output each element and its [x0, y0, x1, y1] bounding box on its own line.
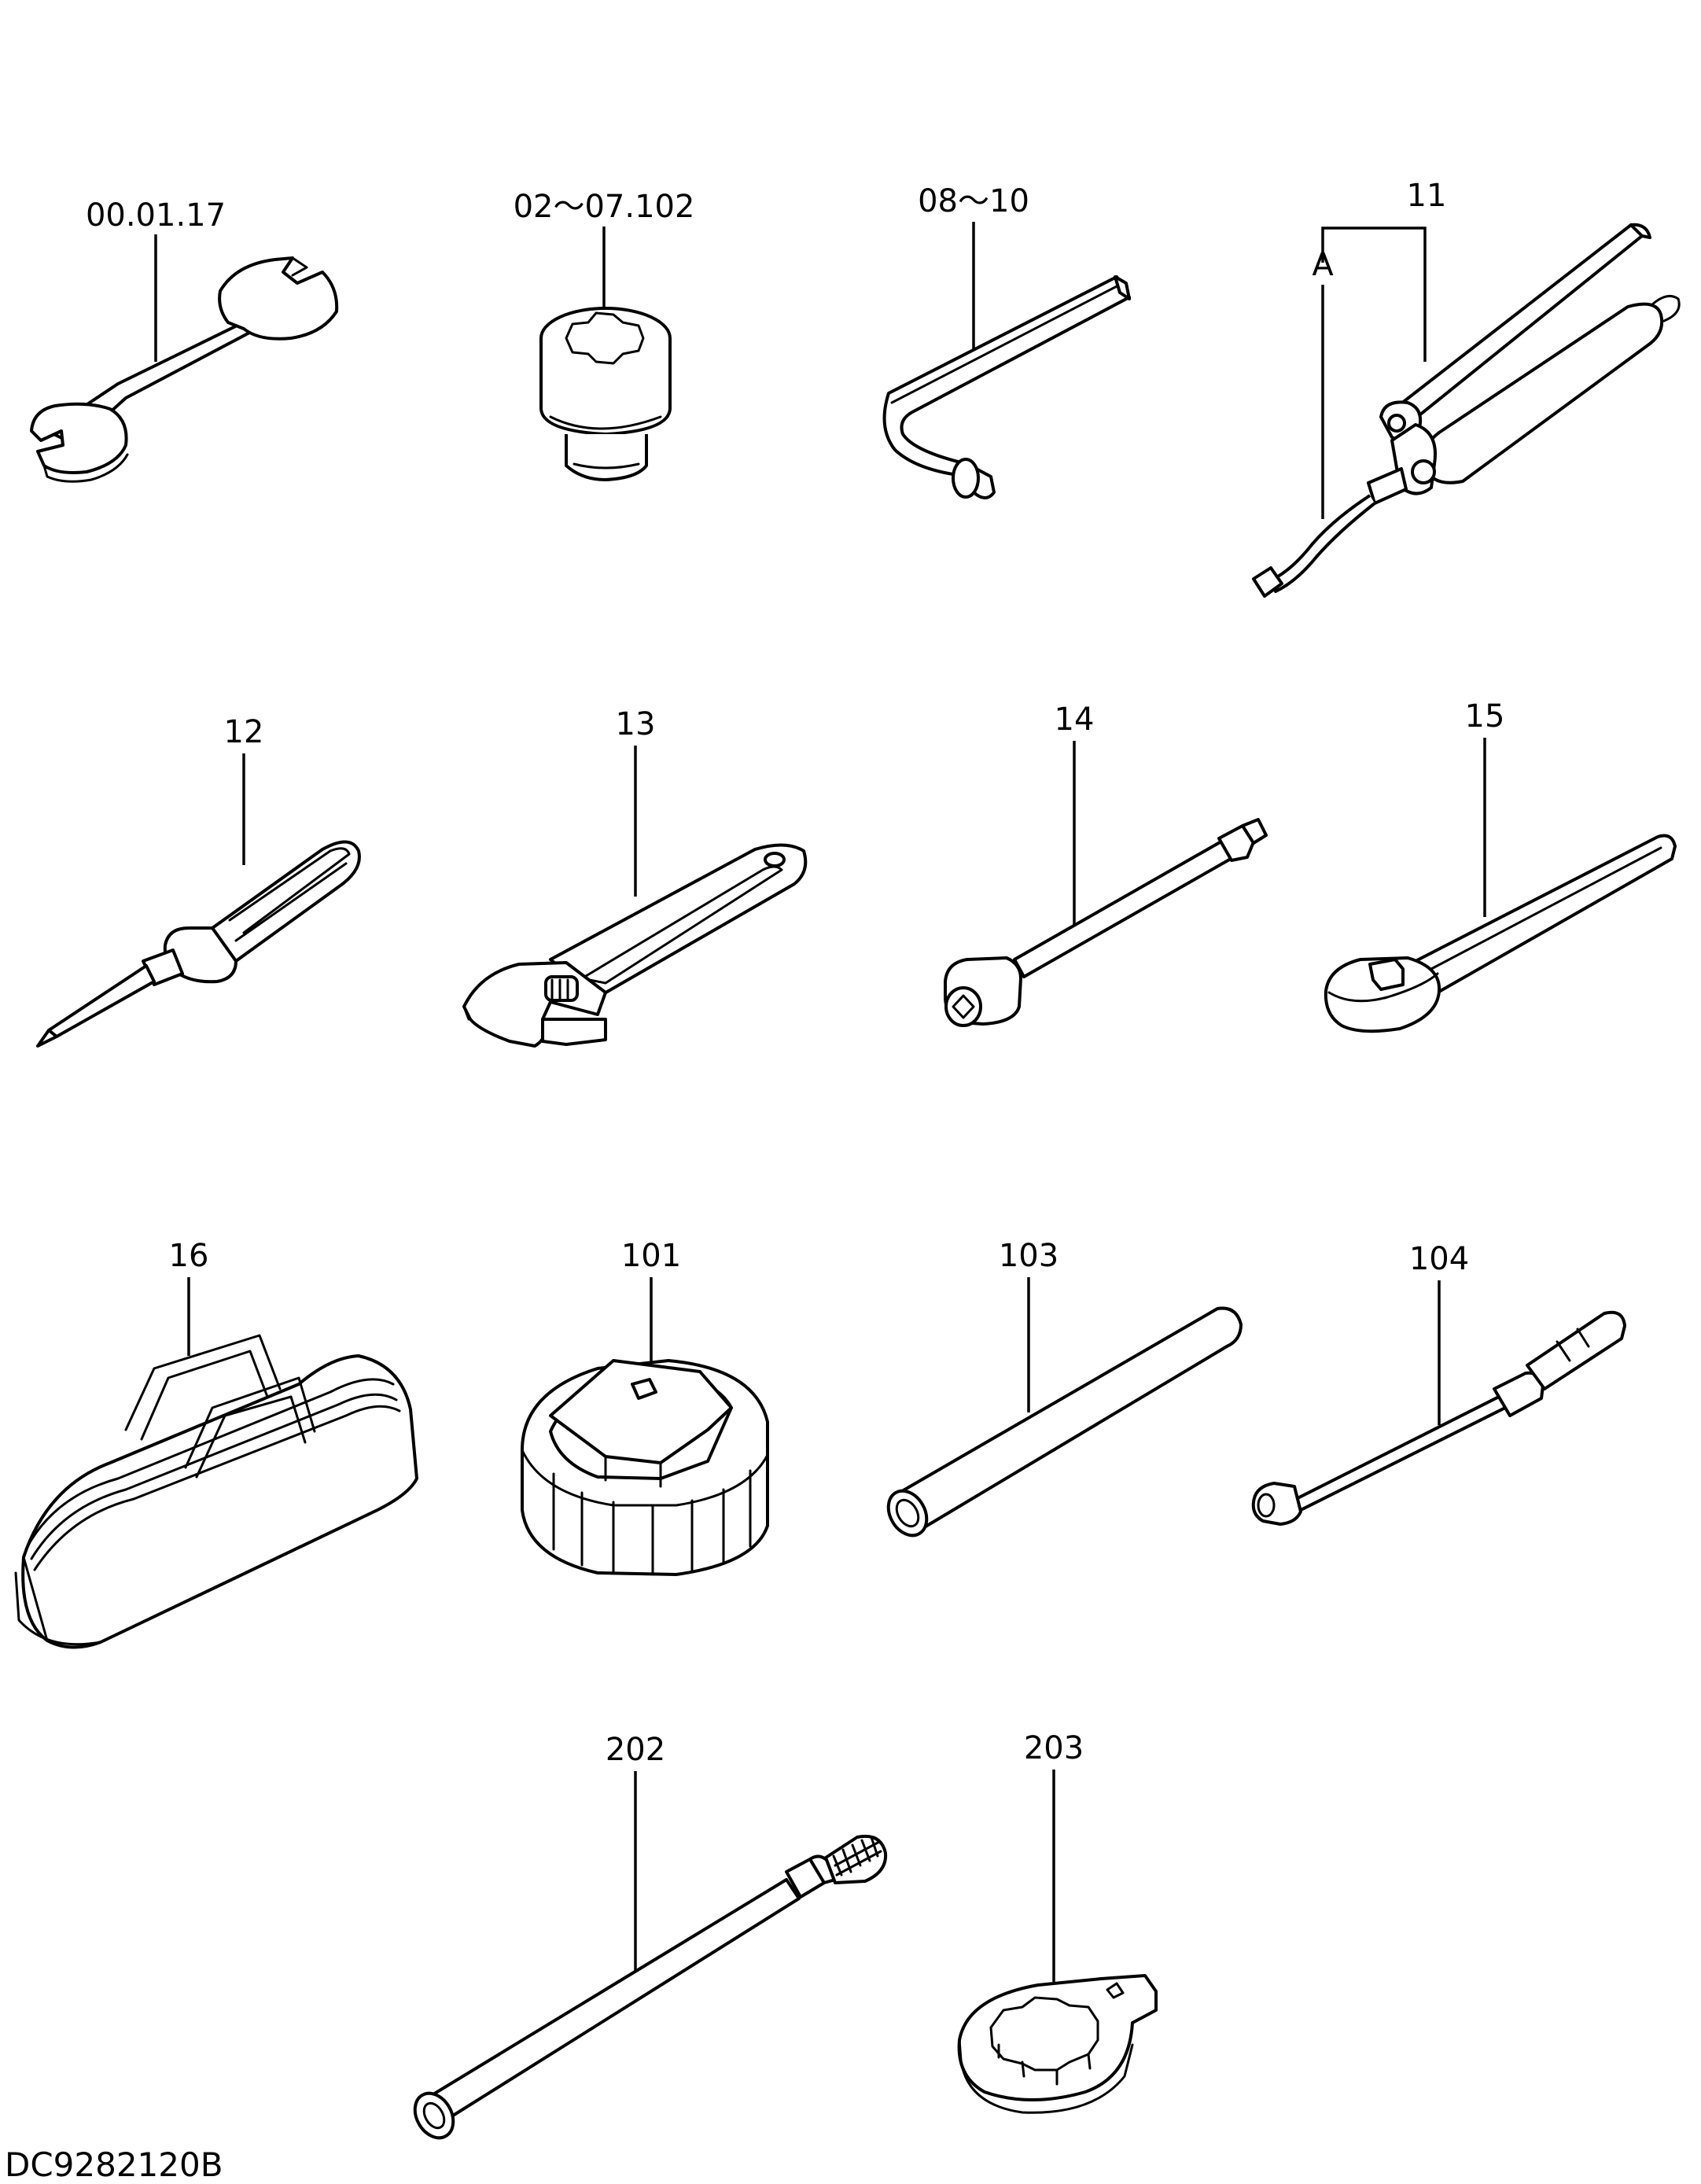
- callout-label: 13: [616, 706, 656, 742]
- pipe-bar-icon: [886, 1306, 1243, 1538]
- extension-nozzle-icon: [1251, 1310, 1626, 1526]
- extension-bar-icon: [944, 818, 1268, 1027]
- callout-label: 203: [1024, 1730, 1084, 1766]
- open-end-wrench-icon: [30, 256, 339, 483]
- grease-gun-icon: [1252, 223, 1681, 598]
- filter-wrench-icon: [521, 1359, 769, 1576]
- drawing-code: DC9282120B: [5, 2145, 223, 2184]
- callout-label: 14: [1055, 702, 1095, 738]
- ratchet-handle-icon: [1324, 834, 1677, 1033]
- callout-16[interactable]: 16: [169, 1238, 209, 1356]
- screwdriver-icon: [36, 840, 361, 1048]
- callout-label: 101: [621, 1238, 681, 1274]
- callout-label: 15: [1465, 698, 1505, 735]
- callout-13[interactable]: 13: [616, 706, 656, 897]
- callout-label: 00.01.17: [86, 197, 226, 234]
- callout-label: 104: [1409, 1241, 1469, 1277]
- callout-101[interactable]: 101: [621, 1238, 681, 1375]
- ring-spanner-icon: [957, 1974, 1158, 2114]
- callout-202[interactable]: 202: [606, 1732, 665, 1972]
- callout-label: 12: [224, 714, 264, 750]
- callout-label: 16: [169, 1238, 209, 1274]
- adjustable-wrench-icon: [462, 843, 808, 1048]
- callout-103[interactable]: 103: [999, 1238, 1059, 1412]
- callout-label: 103: [999, 1238, 1059, 1274]
- leader-line: [1321, 227, 1427, 362]
- tommy-bar-icon: [413, 1835, 888, 2140]
- callout-12[interactable]: 12: [224, 714, 264, 865]
- callout-label: 202: [606, 1732, 665, 1768]
- callout-label: 08～10: [918, 183, 1029, 219]
- callout-104[interactable]: 104: [1409, 1241, 1469, 1425]
- callout-14[interactable]: 14: [1055, 702, 1095, 934]
- callout-08-10[interactable]: 08～10: [918, 183, 1029, 355]
- callout-label: 11: [1407, 178, 1447, 214]
- callout-label: 02～07.102: [514, 189, 695, 225]
- callout-203[interactable]: 203: [1024, 1730, 1084, 1982]
- socket-icon: [539, 307, 672, 481]
- callout-label-a: A: [1312, 247, 1334, 283]
- callout-00-01-17[interactable]: 00.01.17: [86, 197, 226, 362]
- tool-bag-icon: [14, 1334, 418, 1649]
- hex-key-icon: [882, 275, 1131, 499]
- callout-02-07-102[interactable]: 02～07.102: [514, 189, 695, 308]
- callout-11[interactable]: 11 A: [1312, 178, 1446, 519]
- callout-15[interactable]: 15: [1465, 698, 1505, 917]
